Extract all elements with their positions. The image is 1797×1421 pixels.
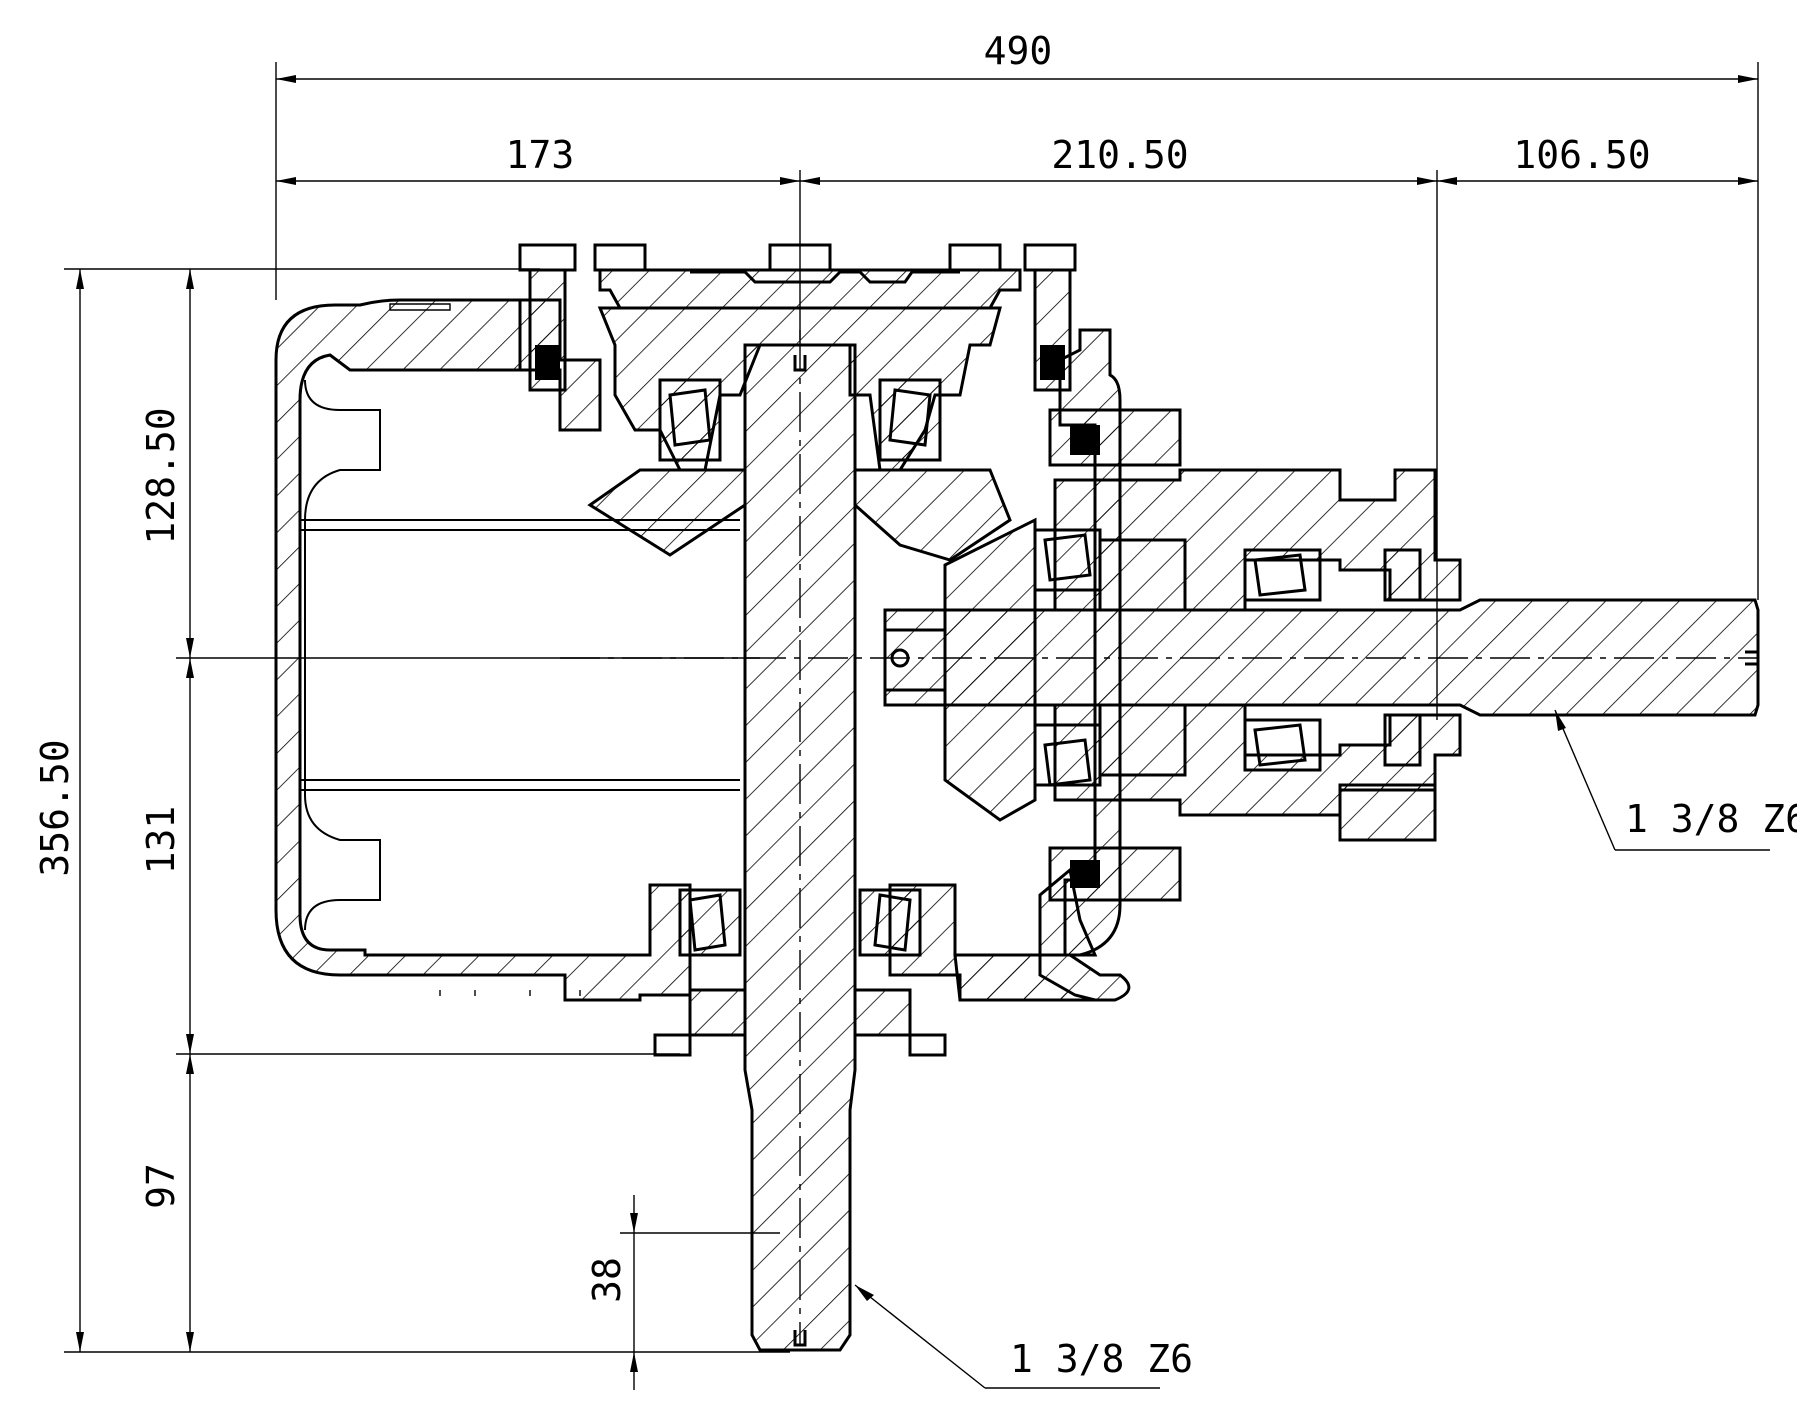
label-shaft-projection: 97 [139, 1163, 183, 1209]
label-spline-length: 38 [585, 1257, 629, 1303]
vertical-output-shaft [743, 330, 857, 1352]
spline-callouts: 1 3/8 Z6 1 3/8 Z6 [854, 709, 1797, 1389]
vertical-shaft-bearings [658, 378, 942, 1037]
label-right-segment: 106.50 [1513, 133, 1650, 177]
horizontal-input-shaft [560, 598, 1760, 717]
label-overall-width: 490 [984, 29, 1053, 73]
cover-bolts [518, 243, 1437, 1057]
dimension-labels: 490 173 210.50 106.50 356.50 128.50 131 … [33, 29, 1651, 1303]
dimension-lines [64, 62, 1759, 1390]
label-lower-height: 131 [139, 806, 183, 875]
label-left-segment: 173 [506, 133, 575, 177]
label-middle-segment: 210.50 [1051, 133, 1188, 177]
label-overall-height: 356.50 [33, 739, 77, 876]
label-upper-height: 128.50 [139, 407, 183, 544]
right-bearing-housing [1033, 468, 1462, 817]
callout-output-spline: 1 3/8 Z6 [1625, 797, 1797, 841]
callout-input-spline: 1 3/8 Z6 [1010, 1337, 1193, 1381]
